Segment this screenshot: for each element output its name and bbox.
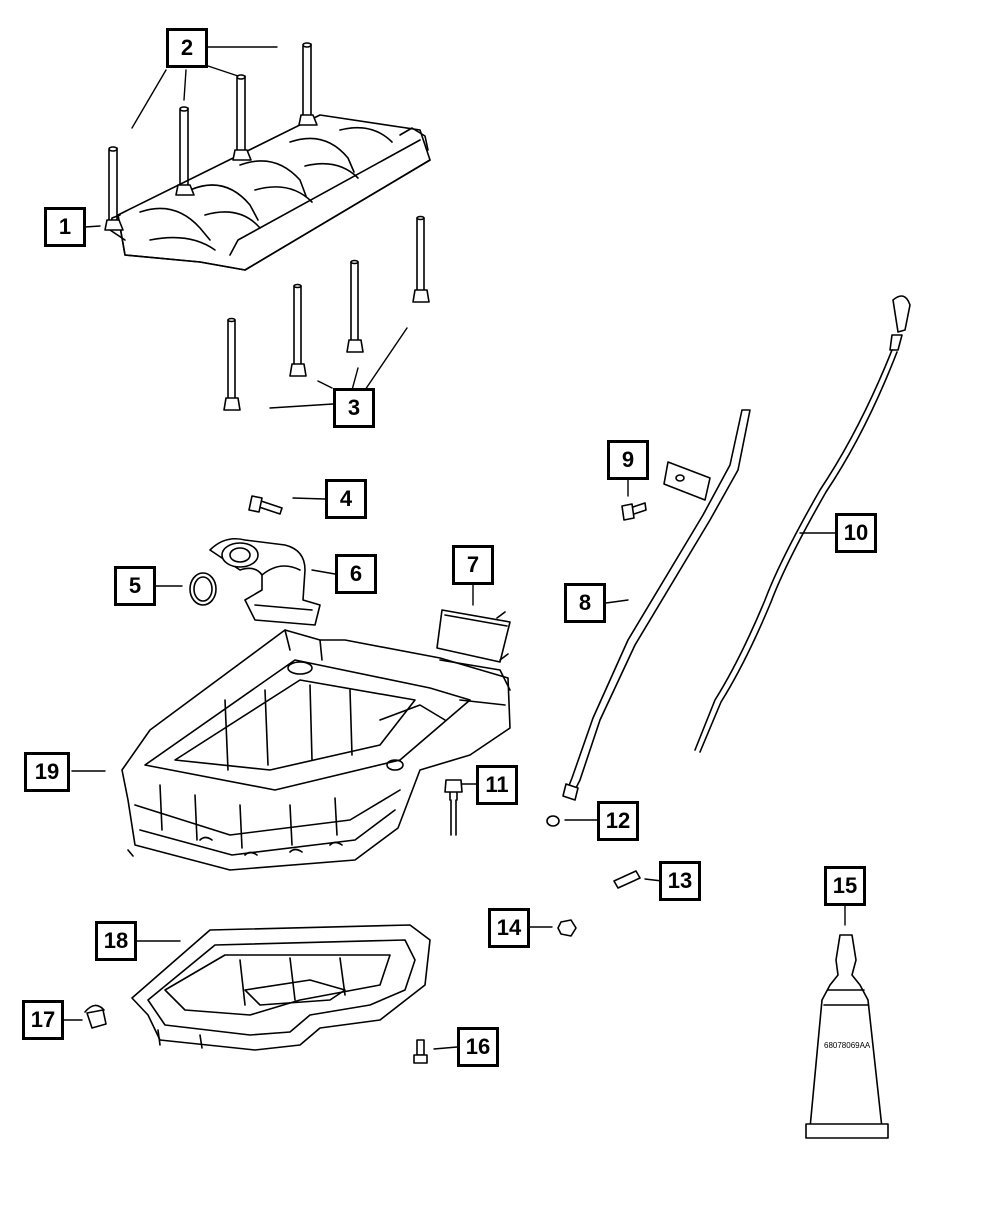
callout-13: 13 <box>659 861 701 901</box>
callout-15: 15 <box>824 866 866 906</box>
leader-lines <box>61 46 846 1050</box>
dowel-pin-part-13 <box>613 870 641 889</box>
callout-17: 17 <box>22 1000 64 1040</box>
callout-16: 16 <box>457 1027 499 1067</box>
callout-9: 9 <box>607 440 649 480</box>
bolt-part-16 <box>413 1039 428 1064</box>
callout-19: 19 <box>24 752 70 792</box>
callout-3: 3 <box>333 388 375 428</box>
callout-10: 10 <box>835 513 877 553</box>
callout-8: 8 <box>564 583 606 623</box>
dipstick-part-10 <box>694 295 911 753</box>
callout-7: 7 <box>452 545 494 585</box>
lower-oil-pan-part-18 <box>131 924 431 1051</box>
bolts-part-3 <box>223 215 430 411</box>
o-ring-part-5 <box>189 572 217 606</box>
nut-part-14 <box>557 919 577 937</box>
dipstick-tube-part-8 <box>562 409 751 801</box>
plate-part-7 <box>436 609 511 663</box>
callout-18: 18 <box>95 921 137 961</box>
callout-5: 5 <box>114 566 156 606</box>
upper-oil-pan-part-19 <box>121 629 511 871</box>
bedplate-part-1 <box>104 42 431 271</box>
bolt-part-11 <box>444 779 463 836</box>
pickup-tube-part-6 <box>209 537 321 626</box>
callout-1: 1 <box>44 207 86 247</box>
callout-12: 12 <box>597 801 639 841</box>
callout-14: 14 <box>488 908 530 948</box>
callout-4: 4 <box>325 479 367 519</box>
callout-11: 11 <box>476 765 518 805</box>
drain-plug-part-17 <box>84 1004 107 1029</box>
callout-6: 6 <box>335 554 377 594</box>
sealant-tube-part-15 <box>805 934 889 1139</box>
bolt-part-4 <box>248 495 283 515</box>
sealant-tube-part-number: 68078069AA <box>824 1041 871 1050</box>
bolt-part-9 <box>621 502 647 521</box>
o-ring-part-12 <box>546 815 560 827</box>
callout-2: 2 <box>166 28 208 68</box>
